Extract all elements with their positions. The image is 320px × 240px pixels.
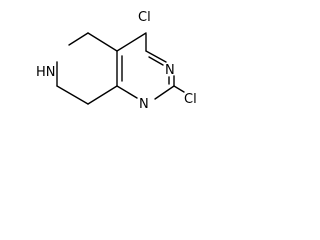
atom-label-n: N xyxy=(139,97,149,112)
bond-c4-c4a xyxy=(116,32,147,52)
bond-c7-c8 xyxy=(56,85,89,105)
bond-c8a-n1 xyxy=(116,85,138,99)
bond-n1-c2 xyxy=(154,85,175,100)
bond-c4a-c5 xyxy=(87,32,118,52)
atom-label-cl: Cl xyxy=(184,92,197,107)
bond-c8-c8a xyxy=(87,85,118,105)
bond-n3-c4 xyxy=(145,50,167,63)
bond-c5-n6 xyxy=(68,32,89,46)
structure-diagram: Cl N Cl N HN xyxy=(36,10,197,112)
atom-label-n: N xyxy=(165,63,175,78)
atom-label-cl: Cl xyxy=(138,10,151,25)
bond-c4-n3-double xyxy=(148,56,164,66)
bond-c2-cl xyxy=(173,85,185,93)
atom-label-nh: HN xyxy=(36,65,56,80)
